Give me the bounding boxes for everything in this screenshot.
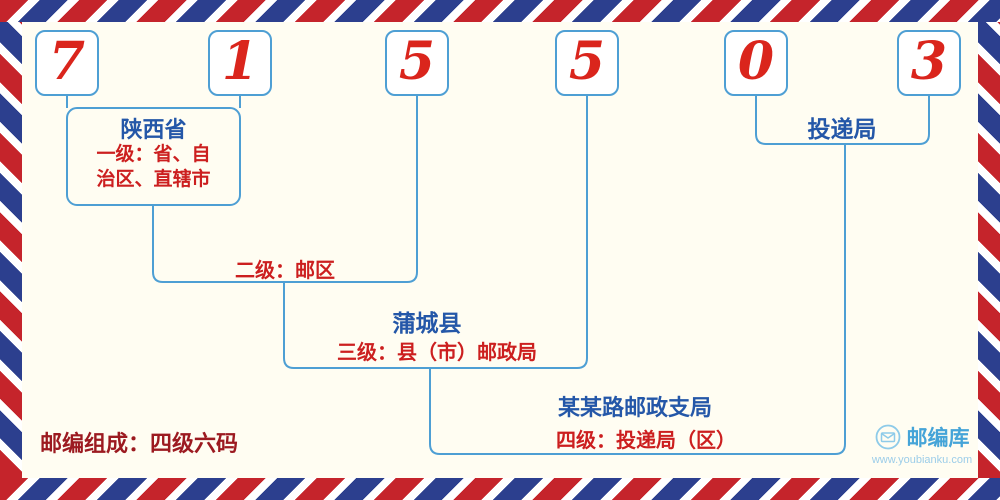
level1-desc-line1: 一级：省、自 — [96, 144, 211, 165]
site-url: www.youbianku.com — [871, 454, 973, 466]
level1-place-label: 陕西省 — [120, 117, 187, 142]
airmail-border-right — [978, 22, 1000, 478]
digit-box-3: 5 — [385, 30, 449, 96]
level1-desc-line2: 治区、直辖市 — [96, 169, 211, 190]
digit-4: 5 — [568, 31, 606, 92]
level2-desc-label: 二级：邮区 — [235, 260, 335, 282]
level3-desc-label: 三级：县（市）邮政局 — [337, 342, 537, 364]
airmail-border-bottom — [0, 478, 1000, 500]
digit-box-5: 0 — [724, 30, 788, 96]
digit-3: 5 — [398, 31, 436, 92]
airmail-border-left — [0, 22, 22, 478]
envelope-circle-icon — [875, 424, 900, 450]
digit-box-6: 3 — [897, 30, 961, 96]
composition-note: 邮编组成：四级六码 — [40, 431, 239, 456]
digit-5: 0 — [737, 31, 775, 92]
digit-6: 3 — [910, 31, 948, 92]
digit-1: 7 — [48, 31, 86, 92]
site-name: 邮编库 — [906, 427, 970, 450]
level4-place-label: 某某路邮政支局 — [557, 395, 712, 420]
delivery-office-label: 投递局 — [807, 116, 877, 142]
level1-desc-label: 一级：省、自 治区、直辖市 — [69, 142, 238, 192]
site-branding-link[interactable]: 邮编库 www.youbianku.com — [850, 422, 994, 466]
level4-desc-label: 四级：投递局（区） — [556, 430, 736, 452]
digit-box-4: 5 — [555, 30, 619, 96]
level3-place-label: 蒲城县 — [392, 310, 462, 336]
digit-box-2: 1 — [208, 30, 272, 96]
digit-box-1: 7 — [35, 30, 99, 96]
digit-2: 1 — [221, 31, 259, 92]
airmail-border-top — [0, 0, 1000, 22]
